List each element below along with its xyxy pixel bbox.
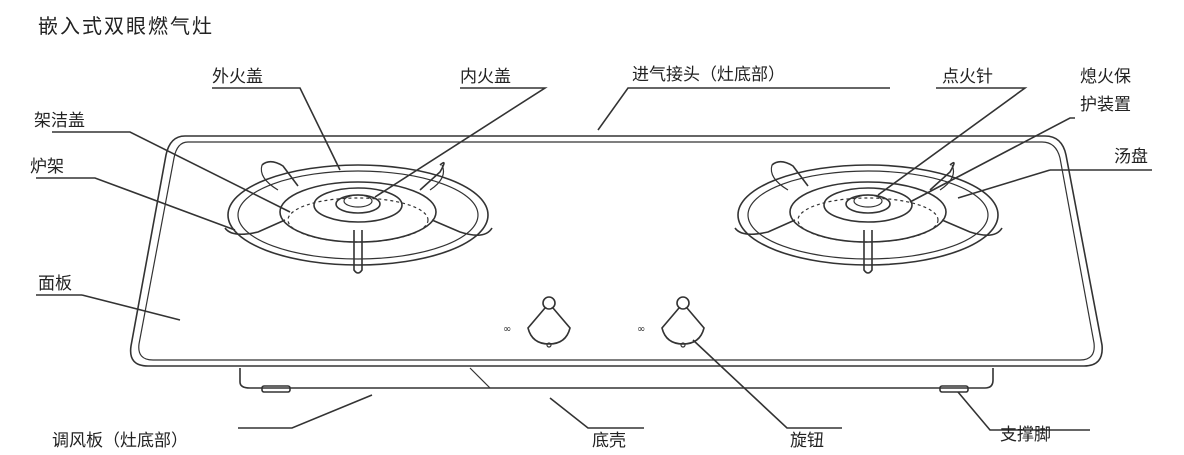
label-panel: 面板: [38, 274, 72, 294]
label-foot: 支撑脚: [1000, 425, 1051, 445]
knob-left[interactable]: ∞: [503, 296, 571, 348]
right-burner: [734, 160, 1003, 274]
label-inner-cap: 内火盖: [460, 67, 511, 87]
support-foot-right: [939, 385, 969, 393]
label-flame-protect-1: 熄火保: [1080, 67, 1131, 87]
label-soup-tray: 汤盘: [1114, 147, 1148, 167]
bottom-shell: [239, 368, 994, 389]
support-foot-left: [261, 385, 291, 393]
label-flame-protect-2: 护装置: [1080, 95, 1131, 115]
label-pot-support: 炉架: [30, 157, 64, 177]
label-gas-inlet: 进气接头（灶底部）: [632, 65, 785, 85]
label-cap-holder: 架洁盖: [34, 111, 85, 131]
svg-text:∞: ∞: [637, 324, 645, 335]
label-bottom-shell: 底壳: [592, 431, 626, 451]
label-air-plate: 调风板（灶底部）: [52, 431, 188, 451]
label-outer-cap: 外火盖: [212, 67, 263, 87]
panel: [129, 135, 1103, 367]
left-burner: [224, 160, 493, 274]
diagram-title: 嵌入式双眼燃气灶: [38, 14, 214, 38]
label-knob: 旋钮: [790, 431, 824, 451]
label-igniter: 点火针: [942, 67, 993, 87]
knob-right[interactable]: ∞: [637, 296, 705, 348]
svg-text:∞: ∞: [503, 324, 511, 335]
